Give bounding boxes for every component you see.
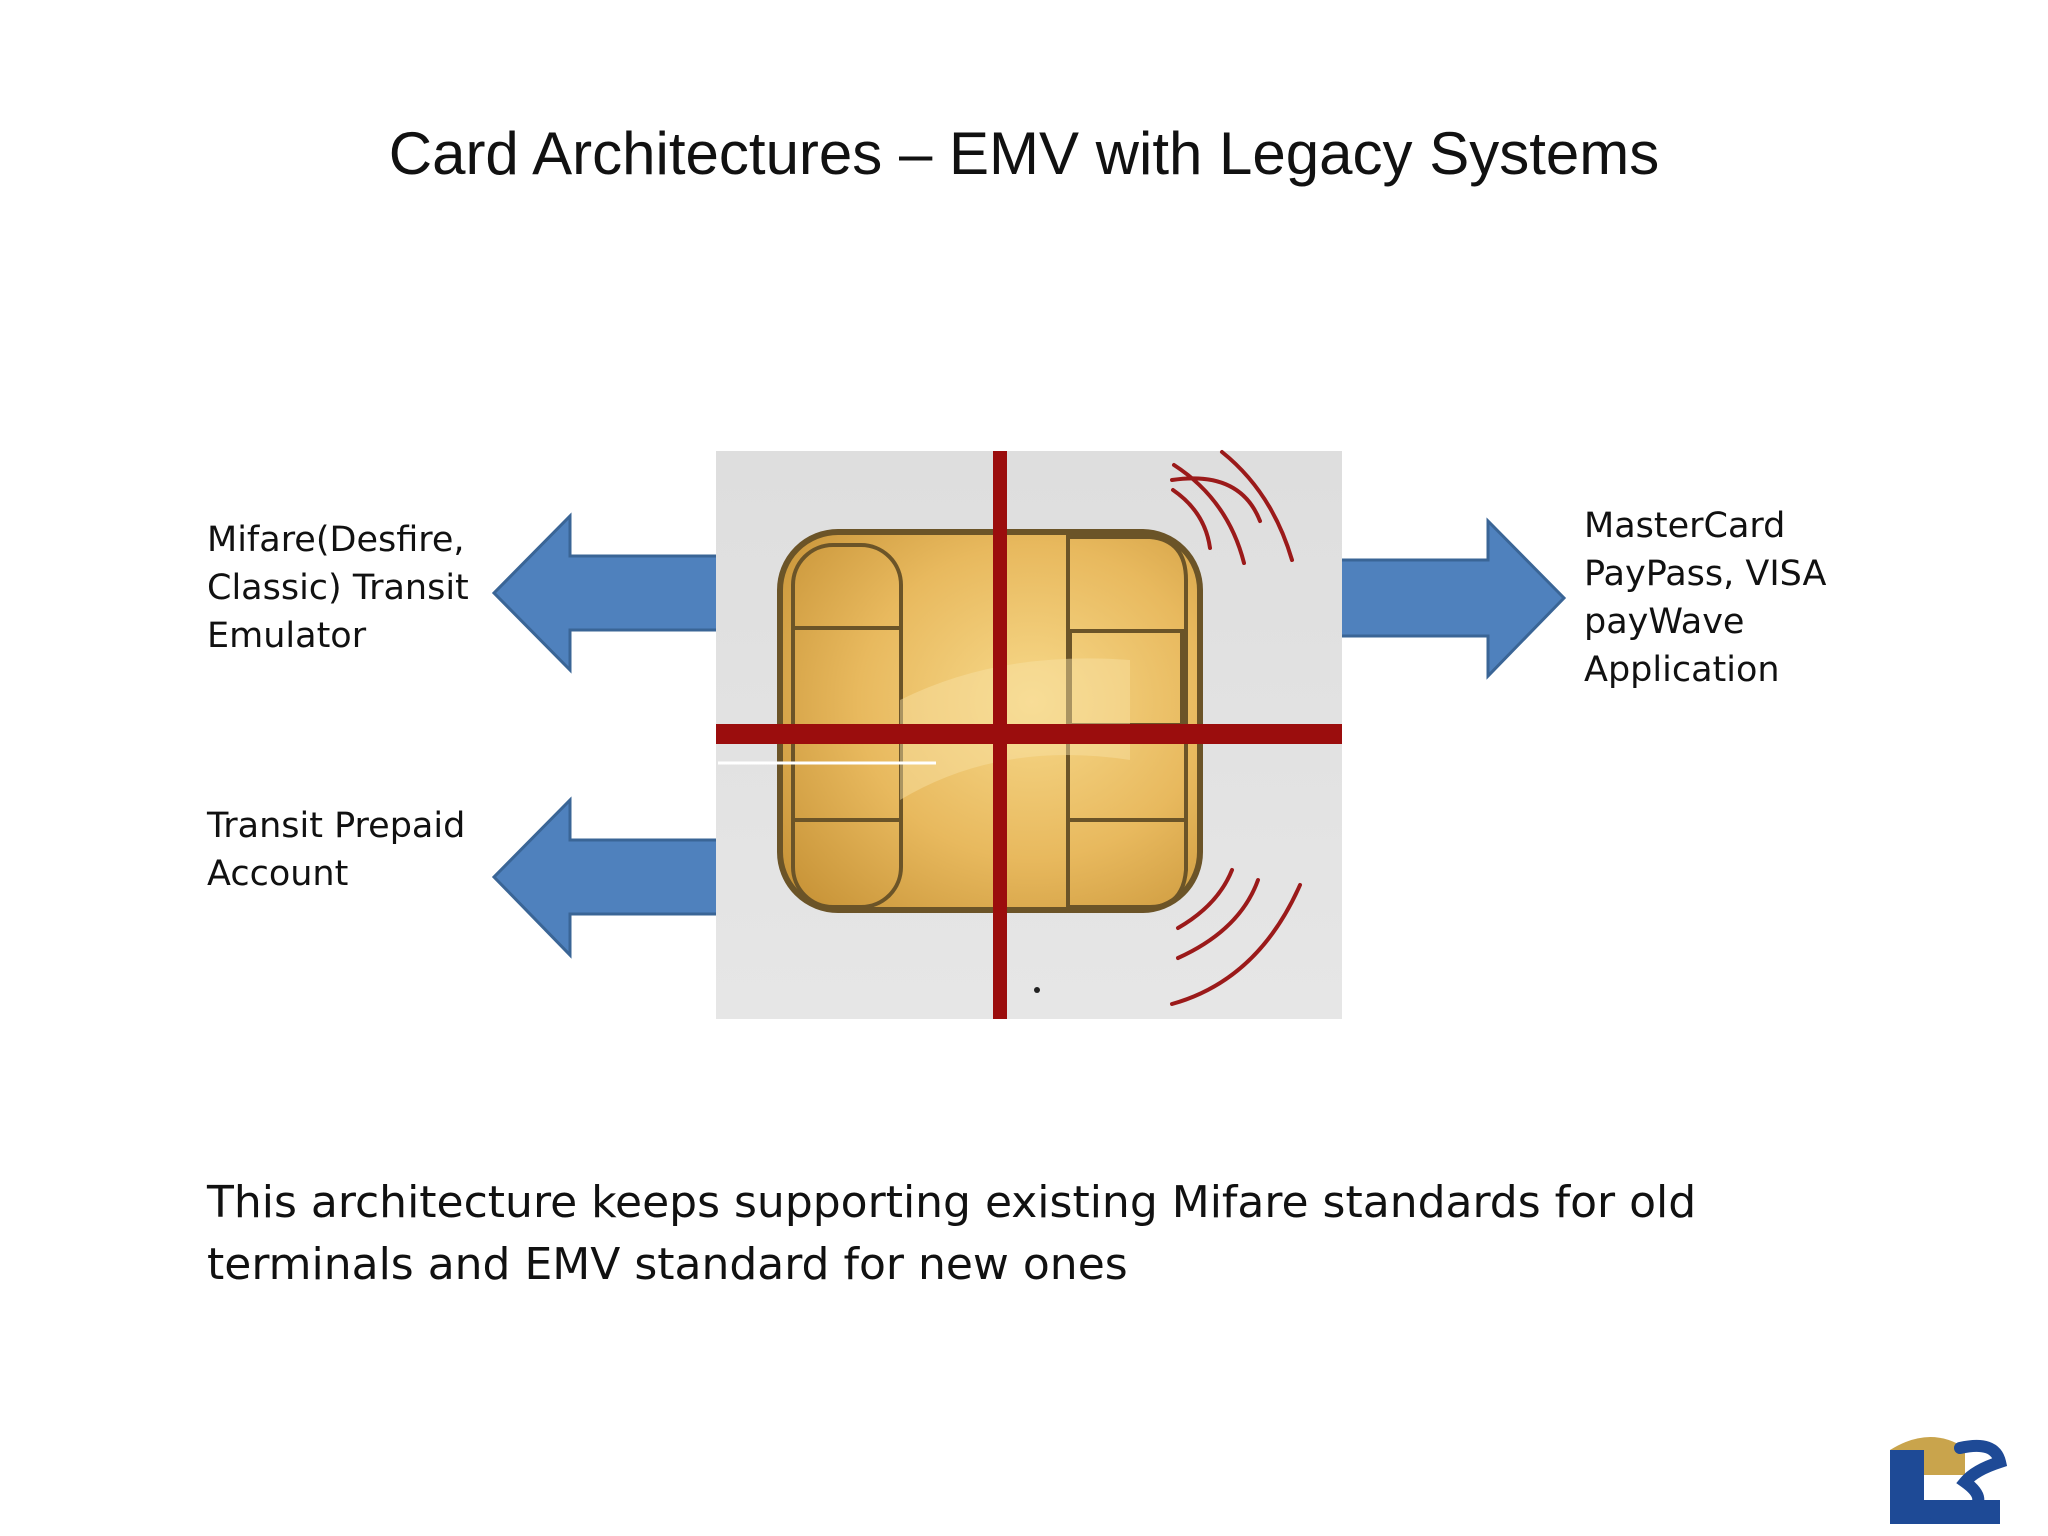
architecture-caption: This architecture keeps supporting exist…	[207, 1177, 1697, 1290]
arrow-right-emv	[1338, 517, 1567, 680]
contactless-waves-icon	[1170, 450, 1294, 565]
slide-title: Card Architectures – EMV with Legacy Sys…	[388, 120, 1660, 187]
horizontal-divider	[716, 724, 1342, 744]
arrow-left-mifare	[491, 512, 720, 674]
contactless-waves-icon	[1170, 868, 1302, 1006]
emv-chip-icon	[716, 451, 1342, 1019]
emv-applications-label: MasterCard PayPass, VISA payWave Applica…	[1584, 506, 1827, 690]
arrow-left-transit	[491, 796, 720, 959]
transit-prepaid-label: Transit Prepaid Account	[207, 806, 466, 894]
company-logo-icon	[1890, 1436, 2008, 1524]
mifare-emulator-label: Mifare(Desfire, Classic) Transit Emulato…	[207, 520, 469, 656]
